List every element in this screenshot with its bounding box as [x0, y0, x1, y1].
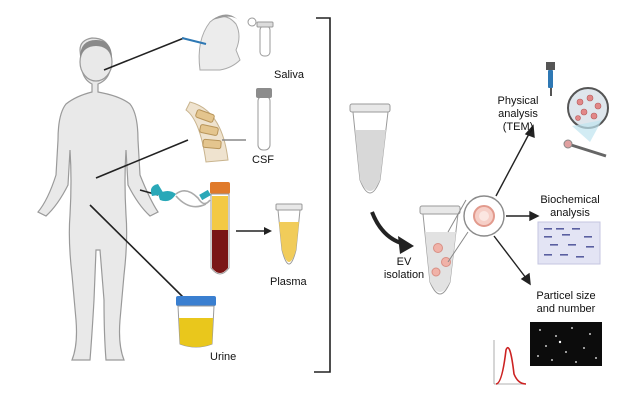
arrow-head-plasma	[264, 227, 272, 235]
label-ev-isolation: EV isolation	[384, 256, 424, 282]
vesicle-magnifier-icon	[447, 195, 505, 263]
human-body	[37, 37, 159, 361]
plasma-tube-icon	[275, 203, 303, 265]
label-biochemical-line1: Biochemical	[540, 194, 600, 206]
label-saliva: Saliva	[274, 69, 304, 81]
particle-size-plot-icon	[493, 340, 527, 385]
label-biochemical-analysis: Biochemical analysis	[540, 194, 599, 220]
line-spine-csf	[95, 139, 189, 179]
label-physical-analysis: Physical analysis (TEM)	[498, 95, 539, 134]
sample-tube-icon	[349, 103, 391, 194]
saliva-collection-icon	[181, 14, 241, 71]
label-particle-line2: and number	[536, 303, 596, 315]
label-urine: Urine	[210, 351, 237, 363]
label-physical-line3: (TEM)	[502, 121, 534, 133]
nta-video-frame-icon	[530, 322, 602, 366]
blood-tube-icon	[210, 182, 230, 275]
ev-arrow-head	[398, 236, 414, 254]
label-plasma: Plasma	[270, 276, 307, 288]
label-csf: CSF	[252, 154, 274, 166]
label-ev-line1: EV	[396, 256, 412, 268]
tem-microscope-icon	[546, 62, 609, 158]
urine-cup-icon	[176, 296, 216, 348]
label-biochemical-line2: analysis	[550, 207, 590, 219]
label-ev-line2: isolation	[383, 269, 425, 281]
label-particle-analysis: Particel size and number	[536, 290, 595, 316]
csf-tube-icon	[256, 88, 272, 151]
hair	[80, 40, 112, 58]
sample-connector-lines	[89, 37, 189, 301]
label-physical-line2: analysis	[498, 108, 538, 120]
blood-collection-needle-icon	[150, 184, 211, 208]
analysis-arrows	[493, 124, 540, 286]
ev-tube-icon	[419, 205, 461, 295]
biochemical-blot-icon	[537, 221, 601, 265]
label-physical-line1: Physical	[497, 95, 539, 107]
grouping-bracket	[314, 17, 331, 373]
spine-icon	[185, 101, 246, 163]
saliva-tube-icon	[247, 17, 274, 57]
line-mouth-saliva	[103, 37, 185, 71]
line-bladder-urine	[89, 204, 187, 301]
label-particle-line1: Particel size	[536, 290, 596, 302]
